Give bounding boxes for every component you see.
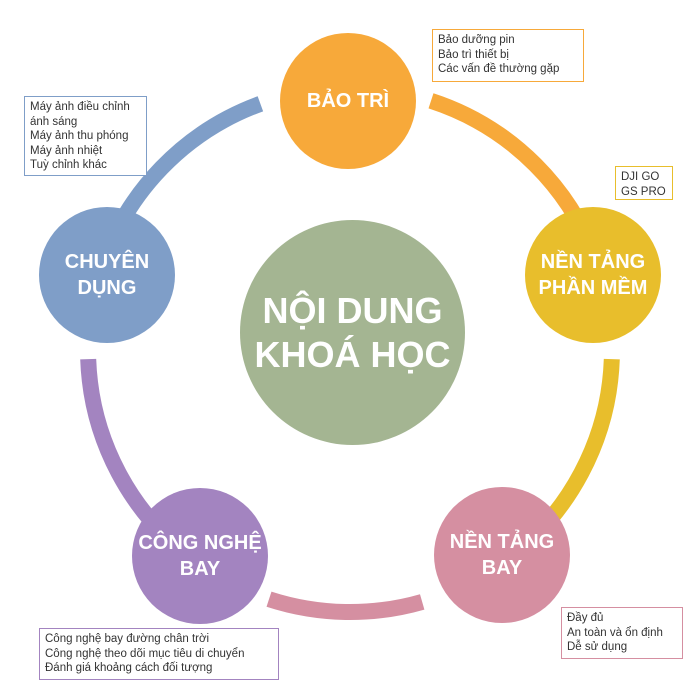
center-line-2: KHOÁ HỌC	[254, 333, 451, 375]
box-cong-nghe-bay-item: Đánh giá khoảng cách đối tượng	[45, 662, 213, 674]
box-nen-tang-bay-item: Đầy đủ	[567, 612, 604, 624]
box-chuyen-dung-item: ánh sáng	[30, 115, 78, 128]
arc-nen-tang-bay-to-cong-nghe-bay	[266, 591, 425, 620]
node-phan-mem-line-2: PHẦN MỀM	[538, 277, 648, 299]
node-nen-tang-bay: NỀN TẢNG BAY	[434, 487, 570, 623]
node-chuyen-dung-line-1: CHUYÊN	[64, 251, 150, 273]
box-cong-nghe-bay-item: Công nghệ bay đường chân trời	[45, 633, 210, 645]
box-bao-tri-item: Bảo dưỡng pin	[438, 34, 515, 46]
node-chuyen-dung-line-2: DỤNG	[77, 277, 137, 299]
node-chuyen-dung: CHUYÊN DỤNG	[39, 207, 175, 343]
center-line-1: NỘI DUNG	[262, 289, 443, 331]
box-bao-tri-item: Các vấn đề thường gặp	[438, 63, 560, 75]
node-cong-nghe-bay: CÔNG NGHỆ BAY	[132, 488, 268, 624]
node-nen-tang-bay-line-2: BAY	[481, 557, 523, 579]
node-nen-tang-bay-line-1: NỀN TẢNG	[449, 531, 555, 553]
box-chuyen-dung-item: Tuỳ chỉnh khác	[30, 159, 107, 171]
box-nen-tang-bay-item: An toàn và ổn định	[567, 626, 663, 639]
box-chuyen-dung-item: Máy ảnh thu phóng	[30, 130, 129, 142]
node-cong-nghe-bay-line-1: CÔNG NGHỆ	[138, 532, 262, 554]
box-cong-nghe-bay: Công nghệ bay đường chân trời Công nghệ …	[39, 628, 279, 680]
box-chuyen-dung-item: Máy ảnh điều chỉnh	[30, 101, 130, 113]
node-phan-mem-line-1: NỀN TẢNG	[540, 251, 646, 273]
box-chuyen-dung-item: Máy ảnh nhiệt	[30, 144, 103, 157]
box-nen-tang-bay: Đầy đủ An toàn và ổn định Dễ sử dụng	[561, 607, 683, 659]
box-cong-nghe-bay-item: Công nghệ theo dõi mục tiêu di chuyển	[45, 647, 245, 660]
node-bao-tri: BẢO TRÌ	[280, 33, 416, 169]
node-cong-nghe-bay-line-2: BAY	[179, 558, 221, 580]
box-chuyen-dung: Máy ảnh điều chỉnh ánh sáng Máy ảnh thu …	[24, 96, 147, 176]
box-phan-mem-item: DJI GO	[621, 171, 660, 183]
node-nen-tang-phan-mem: NỀN TẢNG PHẦN MỀM	[525, 207, 661, 343]
box-phan-mem-item: GS PRO	[621, 185, 666, 198]
box-bao-tri: Bảo dưỡng pin Bảo trì thiết bị Các vấn đ…	[432, 29, 584, 82]
center-node-noi-dung-khoa-hoc: NỘI DUNG KHOÁ HỌC	[240, 220, 465, 445]
node-bao-tri-label: BẢO TRÌ	[306, 90, 390, 112]
box-nen-tang-phan-mem: DJI GO GS PRO	[615, 166, 673, 200]
box-nen-tang-bay-item: Dễ sử dụng	[567, 641, 628, 653]
box-bao-tri-item: Bảo trì thiết bị	[438, 48, 509, 61]
